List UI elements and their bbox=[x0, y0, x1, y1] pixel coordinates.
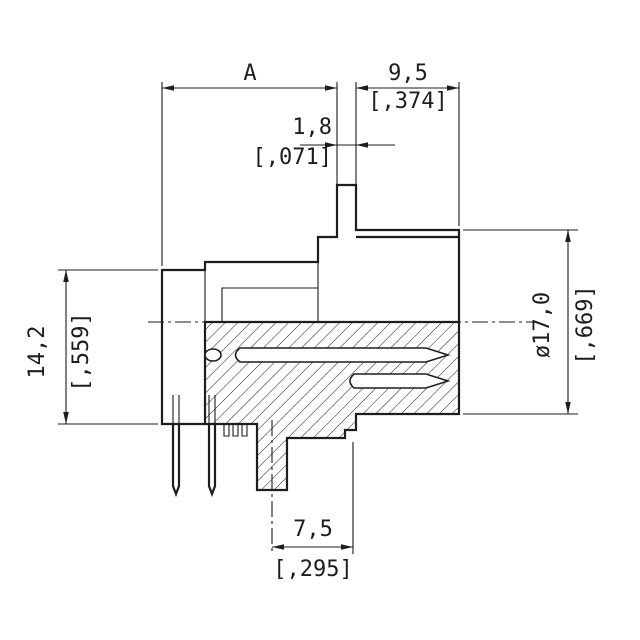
dim-width-label: A bbox=[243, 61, 256, 86]
arrowhead bbox=[272, 544, 284, 550]
dim-panel-inch: [,071] bbox=[253, 145, 332, 170]
dim-height-mm: 14,2 bbox=[25, 326, 50, 379]
arrowhead bbox=[341, 544, 353, 550]
arrowhead bbox=[162, 85, 174, 91]
contact-slot-lower bbox=[349, 373, 451, 389]
dim-pin-spacing-inch: [,295] bbox=[273, 557, 352, 582]
retention-teeth bbox=[223, 424, 248, 437]
arrowhead bbox=[447, 85, 459, 91]
arrowhead bbox=[63, 270, 69, 282]
arrowhead bbox=[565, 402, 571, 414]
upper-outline bbox=[160, 183, 461, 322]
solder-pin-right bbox=[207, 424, 217, 498]
arrowhead bbox=[63, 412, 69, 424]
contact-rear-hole bbox=[204, 348, 222, 362]
dim-depth-inch: [,374] bbox=[368, 89, 447, 114]
section-lower-half bbox=[160, 320, 461, 492]
dimension-labels: A 9,5 [,374] 1,8 [,071] 14,2 [,559] ø17,… bbox=[25, 61, 598, 582]
rear-insulator-edge bbox=[221, 287, 318, 322]
dim-depth-mm: 9,5 bbox=[388, 61, 428, 86]
rear-lower-block bbox=[160, 322, 205, 426]
dimension-lines bbox=[63, 85, 571, 550]
arrowhead bbox=[565, 230, 571, 242]
arrowhead bbox=[325, 85, 337, 91]
contact-slot-upper bbox=[234, 347, 451, 363]
external-upper-half bbox=[160, 183, 461, 322]
dim-pin-spacing-mm: 7,5 bbox=[293, 517, 333, 542]
extension-lines bbox=[58, 82, 578, 554]
solder-pins bbox=[171, 424, 217, 498]
section-hatch-body bbox=[203, 320, 461, 492]
dim-height-inch: [,559] bbox=[69, 312, 94, 391]
dim-diameter-inch: [,669] bbox=[573, 285, 598, 364]
solder-pin-left bbox=[171, 424, 181, 498]
dim-diameter-mm: ø17,0 bbox=[530, 292, 555, 358]
arrowhead bbox=[325, 142, 337, 148]
arrowhead bbox=[356, 142, 368, 148]
dim-panel-mm: 1,8 bbox=[292, 115, 332, 140]
arrowhead bbox=[356, 85, 368, 91]
